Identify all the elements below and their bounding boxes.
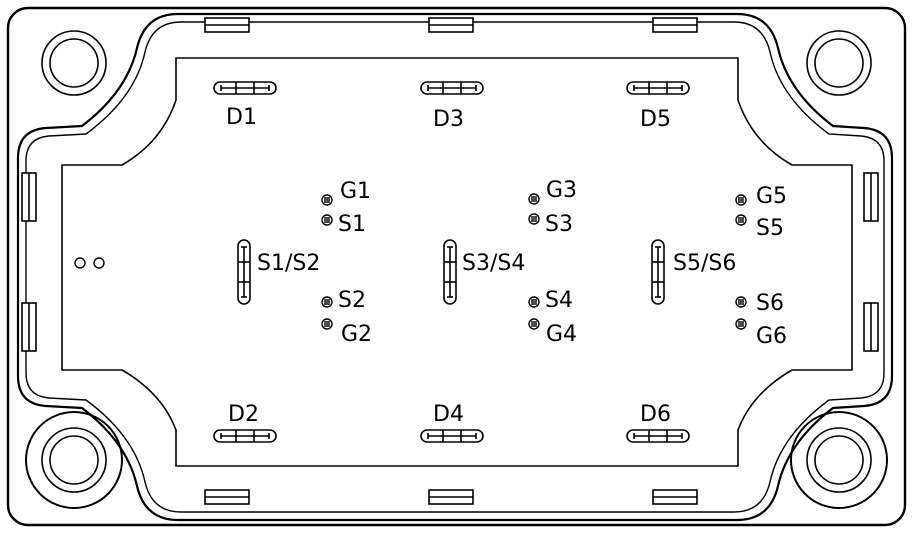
pin-g2: [321, 318, 333, 330]
pin-g3: [528, 193, 540, 205]
terminal-s1-s2: [237, 239, 251, 305]
pin-s3: [528, 213, 540, 225]
indicator-dot-left: [74, 257, 86, 269]
label-d1: D1: [226, 105, 257, 130]
label-s5: S5: [756, 216, 784, 241]
module-outer-outline: [6, 6, 907, 527]
label-d3: D3: [433, 107, 464, 132]
label-s5-s6: S5/S6: [673, 251, 736, 276]
label-s3: S3: [545, 212, 573, 237]
terminal-s3-s4: [443, 239, 457, 305]
label-s6: S6: [756, 291, 784, 316]
indicator-dot-right: [93, 257, 105, 269]
mounting-hole-top-right: [806, 30, 872, 96]
label-g1: G1: [340, 179, 371, 204]
label-g5: G5: [756, 184, 787, 209]
terminal-s5-s6: [651, 239, 665, 305]
terminal-d4: [420, 429, 484, 443]
label-g3: G3: [546, 178, 577, 203]
label-g6: G6: [756, 324, 787, 349]
terminal-d3: [420, 81, 484, 95]
terminal-d2: [213, 429, 277, 443]
pin-g6: [735, 318, 747, 330]
pin-g1: [321, 194, 333, 206]
label-s4: S4: [545, 288, 573, 313]
pin-s4: [528, 296, 540, 308]
housing-clips: [21, 17, 879, 505]
mounting-hole-top-left: [41, 30, 107, 96]
terminal-d5: [626, 81, 690, 95]
pin-s2: [321, 296, 333, 308]
label-g4: G4: [546, 322, 577, 347]
label-s3-s4: S3/S4: [462, 251, 525, 276]
pin-s1: [321, 214, 333, 226]
label-d4: D4: [433, 402, 464, 427]
housing-outer-wall: [16, 12, 894, 522]
mounting-hole-bottom-right: [790, 411, 888, 509]
housing-inner-wall: [25, 21, 885, 513]
label-d5: D5: [640, 107, 671, 132]
pin-g5: [735, 194, 747, 206]
label-s1: S1: [338, 212, 366, 237]
inner-cavity-outline: [61, 57, 853, 467]
pin-s6: [735, 296, 747, 308]
label-d6: D6: [640, 402, 671, 427]
pin-s5: [735, 214, 747, 226]
mounting-hole-bottom-left: [25, 411, 123, 509]
terminal-d1: [213, 81, 277, 95]
label-s1-s2: S1/S2: [257, 251, 320, 276]
label-s2: S2: [338, 288, 366, 313]
terminal-d6: [626, 429, 690, 443]
label-d2: D2: [228, 402, 259, 427]
label-g2: G2: [341, 322, 372, 347]
pin-g4: [528, 318, 540, 330]
